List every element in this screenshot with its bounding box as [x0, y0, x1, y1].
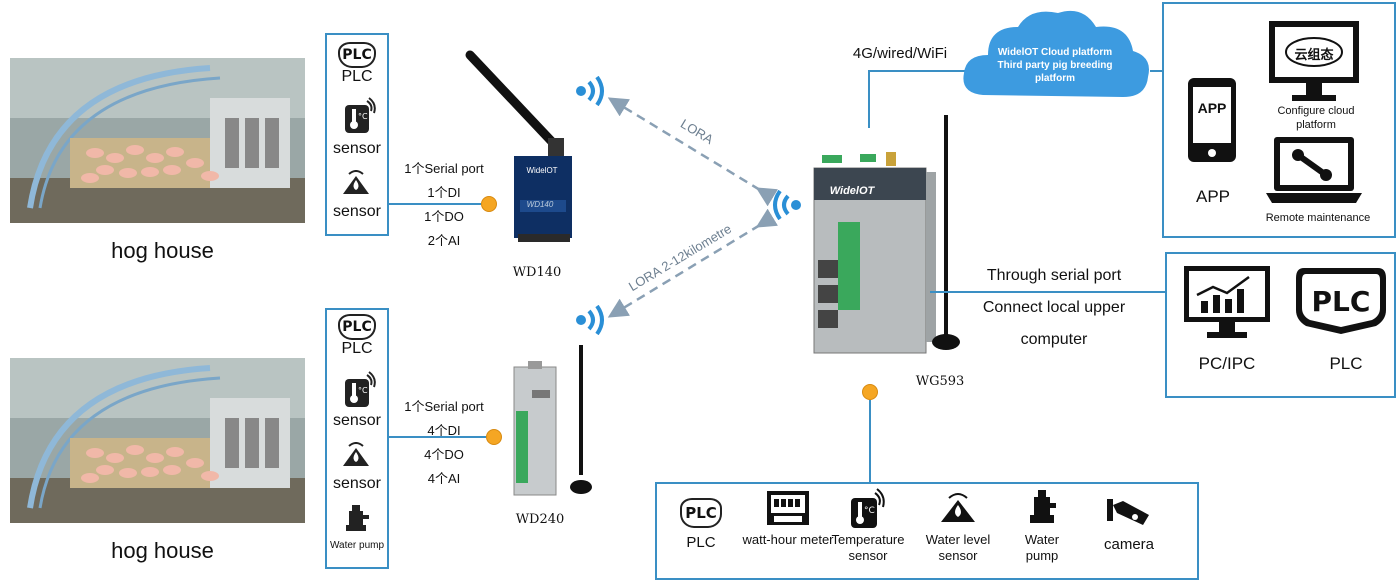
- temperature-sensor-icon: °C: [343, 97, 377, 140]
- bottom-item-watt-hour-meter: watt-hour meter: [742, 532, 834, 547]
- wd140-device: [460, 50, 580, 250]
- pc-label: PC/IPC: [1198, 354, 1256, 373]
- svg-text:°C: °C: [864, 506, 875, 516]
- serial-text-2: Connect local upper: [982, 299, 1126, 316]
- gateway-bottom-line: [869, 400, 871, 483]
- hog-house-label-bottom: hog house: [111, 538, 214, 563]
- water-pump-icon: [1028, 490, 1058, 531]
- svg-text:PLC: PLC: [1312, 285, 1371, 318]
- plc-icon: PLC: [338, 314, 376, 340]
- plc-icon: PLC: [1294, 264, 1388, 341]
- wifi-signal-icon: [575, 75, 609, 111]
- panel-item-sensor-1: sensor: [332, 412, 382, 429]
- wd140-port-3: 1个DO: [424, 209, 464, 224]
- bottom-item-temperature-sensor: Temperature sensor: [831, 532, 905, 563]
- monitor-brand: 云组态: [1294, 47, 1334, 62]
- serial-text-1: Through serial port: [986, 267, 1122, 284]
- water-level-sensor-icon: [341, 442, 371, 473]
- wd140-port-2: 1个DI: [427, 185, 461, 200]
- temperature-sensor-icon: °C: [849, 488, 887, 535]
- temperature-sensor-icon: °C: [343, 371, 377, 414]
- app-label: APP: [1195, 187, 1231, 206]
- uplink-line: [868, 70, 974, 72]
- panel-item-plc: PLC: [341, 340, 373, 357]
- panel-item-water-pump: Water pump: [329, 540, 385, 551]
- configure-label-2: platform: [1296, 119, 1336, 131]
- wifi-signal-icon: [575, 304, 609, 340]
- smartphone-icon: [1187, 77, 1237, 168]
- wg593-label: WG593: [915, 374, 965, 389]
- top-connection-line: [389, 203, 481, 205]
- uplink-line: [868, 70, 870, 128]
- wd140-label: WD140: [512, 265, 562, 280]
- camera-icon: [1105, 495, 1151, 532]
- panel-item-plc: PLC: [341, 68, 373, 85]
- bottom-connection-dot: [486, 429, 502, 445]
- wd140-model-print: WD140: [526, 200, 554, 209]
- hog-house-image-top: [10, 58, 305, 223]
- bottom-item-water-pump: Water pump: [1024, 532, 1060, 563]
- wd240-device: [510, 335, 600, 500]
- water-level-sensor-icon: [341, 170, 371, 201]
- wd240-label: WD240: [515, 512, 565, 527]
- cloud-line-1: WidelOT Cloud platform: [997, 47, 1113, 58]
- serial-text-3: computer: [1020, 331, 1088, 348]
- monitor-icon: [1268, 20, 1360, 111]
- bottom-item-plc: PLC: [686, 534, 716, 551]
- plc-icon: PLC: [338, 42, 376, 68]
- hog-house-image-bottom: [10, 358, 305, 523]
- panel-item-sensor-1: sensor: [332, 140, 382, 157]
- wifi-signal-icon: [768, 189, 802, 225]
- wd140-port-4: 2个AI: [427, 233, 461, 248]
- wd240-port-2: 4个DI: [427, 423, 461, 438]
- uplink-label: 4G/wired/WiFi: [852, 45, 948, 62]
- bottom-item-water-level-sensor: Water level sensor: [925, 532, 991, 563]
- gateway-local-devices-panel: [655, 482, 1199, 580]
- plc-icon: PLC: [680, 498, 722, 528]
- water-pump-icon: [344, 505, 370, 538]
- wd240-port-3: 4个DO: [424, 447, 464, 462]
- configure-label-1: Configure cloud: [1277, 105, 1355, 117]
- serial-connection-line: [930, 291, 1165, 293]
- bottom-item-camera: camera: [1103, 536, 1155, 553]
- wg593-gateway-device: [808, 110, 973, 360]
- wd140-port-1: 1个Serial port: [404, 161, 484, 176]
- watt-hour-meter-icon: [766, 490, 810, 531]
- wd240-port-1: 1个Serial port: [404, 399, 484, 414]
- wd140-brand: WidelOT: [526, 166, 558, 175]
- hog-house-label-top: hog house: [111, 238, 214, 263]
- wd240-port-4: 4个AI: [427, 471, 461, 486]
- panel-item-sensor-2: sensor: [332, 475, 382, 492]
- svg-text:°C: °C: [358, 386, 368, 395]
- svg-text:°C: °C: [358, 112, 368, 121]
- remote-maintenance-label: Remote maintenance: [1265, 212, 1371, 224]
- cloud-line-3: platform: [1035, 73, 1075, 84]
- panel-item-sensor-2: sensor: [332, 203, 382, 220]
- water-level-sensor-icon: [939, 492, 977, 529]
- bottom-connection-line: [389, 436, 486, 438]
- wg593-brand: WidelOT: [829, 185, 875, 197]
- cloud-icon: [958, 5, 1153, 105]
- top-connection-dot: [481, 196, 497, 212]
- plc-label: PLC: [1329, 354, 1363, 373]
- cloud-line-2: Third party pig breeding: [997, 60, 1113, 71]
- pc-chart-icon: [1183, 265, 1271, 346]
- laptop-wrench-icon: [1264, 135, 1364, 212]
- app-screen-text: APP: [1197, 100, 1227, 116]
- cloud-panel-connector: [1150, 70, 1162, 72]
- gateway-bottom-dot: [862, 384, 878, 400]
